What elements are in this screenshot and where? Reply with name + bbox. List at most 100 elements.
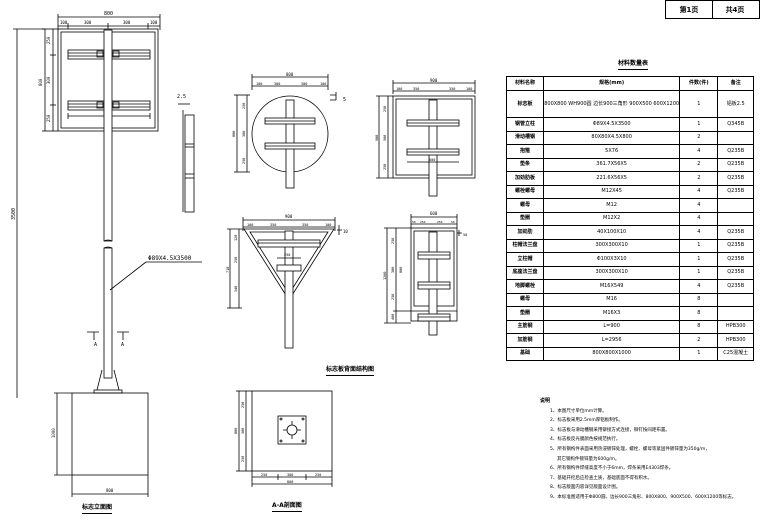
cell-name: 滑动槽钢 <box>505 130 545 145</box>
cell-spec: 361.7X56X5 <box>543 157 681 172</box>
cell-note: Q235B <box>717 225 754 240</box>
flange-plate <box>277 415 307 445</box>
note-item: 1、本图尺寸单位mm计算。 <box>550 408 607 414</box>
dim-text: 300 <box>123 20 131 25</box>
cell-qty: 1 <box>679 117 719 132</box>
cell-qty: 1 <box>679 90 719 118</box>
dim-text: 100 <box>396 87 402 91</box>
cell-spec: 300X300X10 <box>543 265 681 280</box>
cell-note: Q235B <box>717 157 754 172</box>
pole-section <box>286 424 298 436</box>
cell-note <box>717 292 754 307</box>
sheet-number: 第1页 <box>679 5 699 14</box>
cell-name: 螺母 <box>505 198 545 213</box>
cell-spec: 800X800X1000 <box>543 346 681 361</box>
cell-note: Q235B <box>717 171 754 186</box>
cell-note: Q235B <box>717 238 754 253</box>
cell-name: 加劲肋板 <box>505 171 545 186</box>
sheet-number-cell: 第1页 <box>665 0 713 19</box>
cell-note: Q235B <box>717 184 754 199</box>
dim-text: 250 <box>46 36 51 44</box>
dim-text: 500 <box>383 135 387 141</box>
dim-text: 100 <box>325 223 331 227</box>
dim-text: 900 <box>285 214 293 219</box>
cell-qty: 8 <box>679 306 719 321</box>
cell-qty: 1 <box>679 265 719 280</box>
cell-name: 加劲肋 <box>505 225 545 240</box>
cell-spec: M16X3 <box>543 306 681 321</box>
dim-text: 800 <box>38 78 43 86</box>
dim-text: 300 <box>242 131 246 137</box>
cell-qty: 2 <box>679 171 719 186</box>
circle-sign-view: 800 100 300 300 100 5 250 300 250 800 <box>232 72 346 189</box>
dim-text: 800 <box>286 72 294 77</box>
cell-name: 钢管立柱 <box>505 117 545 132</box>
dim-text: 300 <box>46 76 51 84</box>
dim-text: 300 <box>274 82 280 86</box>
sheet-total: 共4页 <box>725 5 745 14</box>
cell-note: Q235B <box>717 279 754 294</box>
dim-text: 100 <box>60 20 68 25</box>
dim-text: 710 <box>226 267 230 273</box>
note-item: 其它钢构件镀锌量为600g/m。 <box>557 456 620 462</box>
dim-text: 300 <box>301 82 307 86</box>
cell-name: 基础 <box>505 346 545 361</box>
dim-text: 250 <box>391 294 395 300</box>
dim-text: 1200 <box>383 272 387 280</box>
cell-qty: 4 <box>679 184 719 199</box>
table-title: 材料数量表 <box>618 58 649 70</box>
dim-text: 100 <box>466 87 472 91</box>
dim-text: 250 <box>383 106 387 112</box>
dim-text: 250 <box>241 402 245 408</box>
dim-text: 800 <box>106 488 114 493</box>
note-item: 9、本标准图适用于Φ800圆、边长900三角形、800X800、900X500、… <box>550 494 737 500</box>
note-item: 5、所有钢构件表面采用热浸镀锌处理，螺栓、螺母等紧固件镀锌量为350g/m， <box>550 446 710 452</box>
dim-text: 250 <box>284 253 290 257</box>
cell-qty: 1 <box>679 346 719 361</box>
cell-name: 垫圈 <box>505 211 545 226</box>
cell-note: 铝板2.5 <box>717 90 754 118</box>
cell-name: 螺栓螺母 <box>505 184 545 199</box>
dim-text: 250 <box>391 238 395 244</box>
section-mark <box>87 331 99 340</box>
rectangle-sign-view: 600 50 250 250 50 50 250 300 250 400 800… <box>383 211 467 336</box>
cell-note: Q345B <box>717 117 754 132</box>
cell-spec: 221.6X56X5 <box>543 171 681 186</box>
foundation <box>71 392 149 476</box>
dim-text: 250 <box>241 456 245 462</box>
dim-text: 250 <box>420 220 426 224</box>
col-header-name: 材料名称 <box>505 76 545 91</box>
col-header-note: 备注 <box>717 76 754 91</box>
square-sign-view: 900 100 350 350 100 600 250 500 250 900 <box>375 78 476 197</box>
cell-note <box>717 306 754 321</box>
notes-block: 说明 1、本图尺寸单位mm计算。 2、标志板采用2.5mm厚铝板制作。 3、标志… <box>540 397 736 503</box>
section-label: A <box>121 342 124 348</box>
dim-text: 2.5 <box>177 94 186 100</box>
caption-elevation: 标志立面图 <box>82 502 113 514</box>
note-item: 6、所有钢构件焊缝高度不小于6mm，焊条采用E4303焊条。 <box>550 466 674 472</box>
dim-text: 250 <box>315 473 321 477</box>
cell-spec: 300X300X10 <box>543 238 681 253</box>
dim-text: 250 <box>383 164 387 170</box>
note-item: 4、标志板反光膜颜色按规范执行。 <box>550 437 621 443</box>
base-plate <box>93 389 123 394</box>
section-mark <box>117 331 129 340</box>
cell-qty: 1 <box>679 238 719 253</box>
dim-text: 250 <box>261 473 267 477</box>
cell-note <box>717 198 754 213</box>
cell-spec: Φ89X4.5X3500 <box>543 117 681 132</box>
cell-spec: Φ100X3X10 <box>543 252 681 267</box>
cell-note: C25混凝土 <box>717 346 754 361</box>
cell-name: 底座法兰盘 <box>505 265 545 280</box>
cell-qty: 4 <box>679 211 719 226</box>
cell-qty: 2 <box>679 130 719 145</box>
